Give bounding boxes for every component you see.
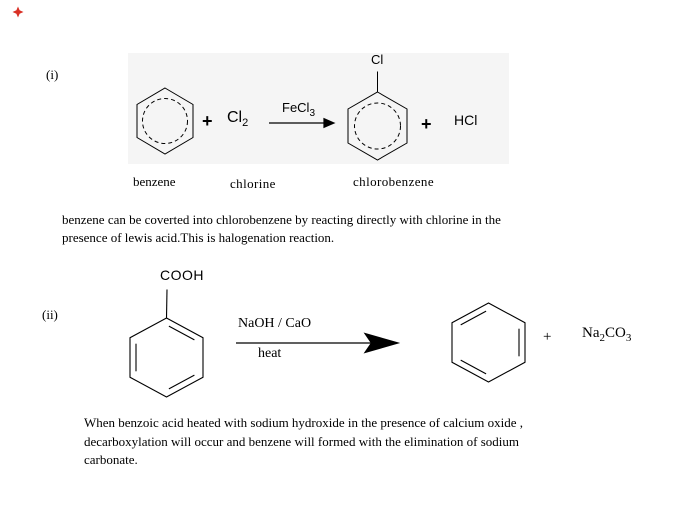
plus-sign: + [202, 111, 213, 131]
benzoic-acid-structure [129, 289, 204, 398]
formula-subscript: 2 [599, 332, 606, 344]
plus-sign: + [543, 329, 552, 345]
caption-benzene: benzene [133, 174, 176, 189]
catalyst-label: FeCl3 [282, 100, 316, 119]
double-bond-line [168, 325, 195, 341]
formula-part: CO [605, 325, 626, 341]
formula-subscript: 3 [625, 332, 632, 344]
product-benzene-structure [451, 302, 526, 383]
double-bond-line [460, 310, 487, 326]
chlorine-formula: Cl2 [227, 108, 249, 129]
reaction-i-index: (i) [46, 67, 59, 82]
broken-image-icon [12, 6, 24, 18]
sodium-carbonate-formula: Na2CO3 [582, 324, 632, 344]
chlorine-formula-subscript: 2 [242, 117, 249, 129]
reaction-ii-description-line: carbonate. [84, 452, 138, 467]
double-bond-line [168, 374, 195, 390]
reaction-i-figure-box [128, 53, 509, 164]
catalyst-base: FeCl [282, 100, 310, 115]
caption-chlorobenzene: chlorobenzene [353, 174, 434, 189]
formula-part: Na [582, 325, 600, 341]
reaction-i-description-line: benzene can be coverted into chlorobenze… [62, 212, 501, 227]
product-hexagon [451, 302, 526, 383]
hcl-label: HCl [454, 112, 478, 128]
chlorine-formula-base: Cl [227, 109, 243, 126]
cooh-substituent-label: COOH [160, 267, 204, 283]
caption-chlorine: chlorine [230, 176, 276, 191]
plus-sign: + [421, 114, 432, 134]
cooh-bond-line [165, 289, 168, 319]
reaction-i-description-line: presence of lewis acid.This is halogenat… [62, 230, 335, 245]
benzoic-hexagon [129, 317, 204, 398]
chloro-substituent-label: Cl [371, 52, 384, 67]
reagents-label: NaOH / CaO [238, 316, 312, 331]
arrow-head [363, 332, 401, 354]
reaction-ii-description-line: When benzoic acid heated with sodium hyd… [84, 415, 523, 430]
catalyst-subscript: 3 [309, 108, 316, 119]
condition-label: heat [258, 346, 282, 361]
reaction-ii-description-line: decarboxylation will occur and benzene w… [84, 434, 520, 449]
double-bond-line [460, 359, 487, 375]
reaction-ii-index: (ii) [42, 307, 58, 322]
